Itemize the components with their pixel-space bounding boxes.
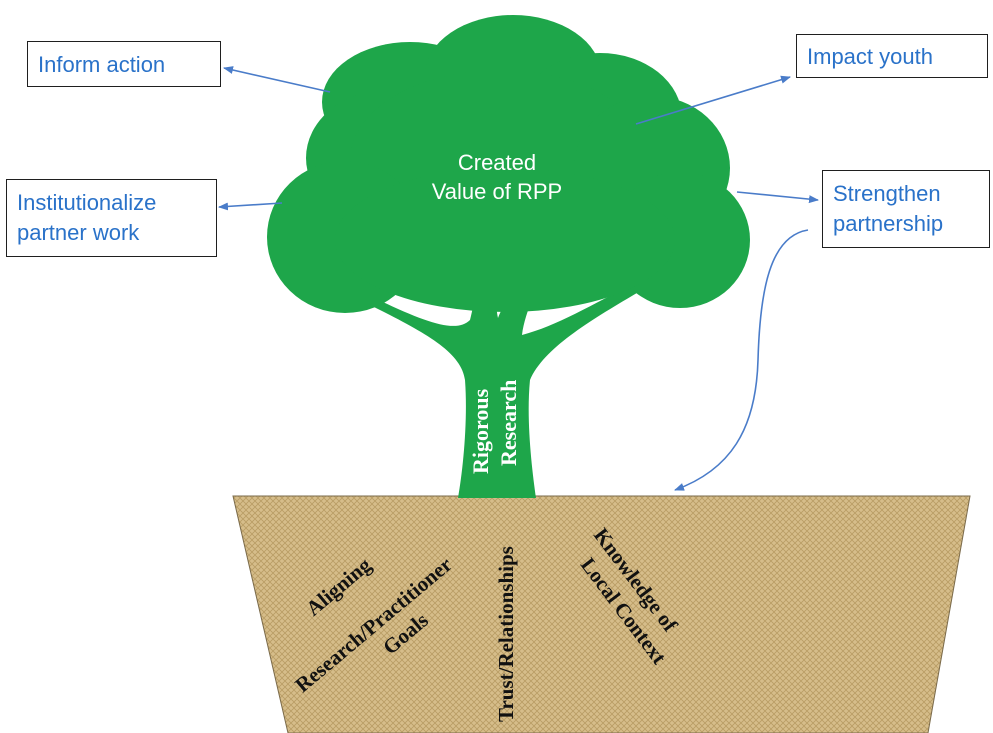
- arrow-impact-youth: [635, 75, 791, 125]
- trunk-label-line2: Research: [496, 380, 521, 466]
- callout-institutionalize-line2: partner work: [17, 220, 140, 245]
- callout-impact-youth-label: Impact youth: [807, 43, 933, 69]
- pot-soil: [232, 495, 971, 733]
- canopy-label-line1: Created: [458, 150, 536, 175]
- callout-impact-youth: Impact youth: [796, 34, 988, 78]
- arrow-inform-action: [223, 66, 331, 93]
- tree-trunk: [356, 245, 656, 498]
- trunk-label-line1: Rigorous: [468, 388, 493, 474]
- callout-strengthen-line1: Strengthen: [833, 181, 941, 206]
- callout-inform-action: Inform action: [27, 41, 221, 87]
- arrow-feedback-to-pot: [674, 229, 809, 491]
- callout-strengthen: Strengthen partnership: [822, 170, 990, 248]
- canopy-label-line2: Value of RPP: [432, 179, 562, 204]
- tree-canopy: [267, 15, 750, 313]
- arrow-institutionalize: [218, 202, 283, 211]
- arrow-strengthen: [736, 191, 819, 204]
- callout-institutionalize: Institutionalize partner work: [6, 179, 217, 257]
- callout-institutionalize-line1: Institutionalize: [17, 190, 157, 215]
- callout-inform-action-label: Inform action: [38, 51, 166, 77]
- pot-label-trust: Trust/Relationships: [494, 546, 518, 722]
- callout-strengthen-line2: partnership: [833, 211, 944, 236]
